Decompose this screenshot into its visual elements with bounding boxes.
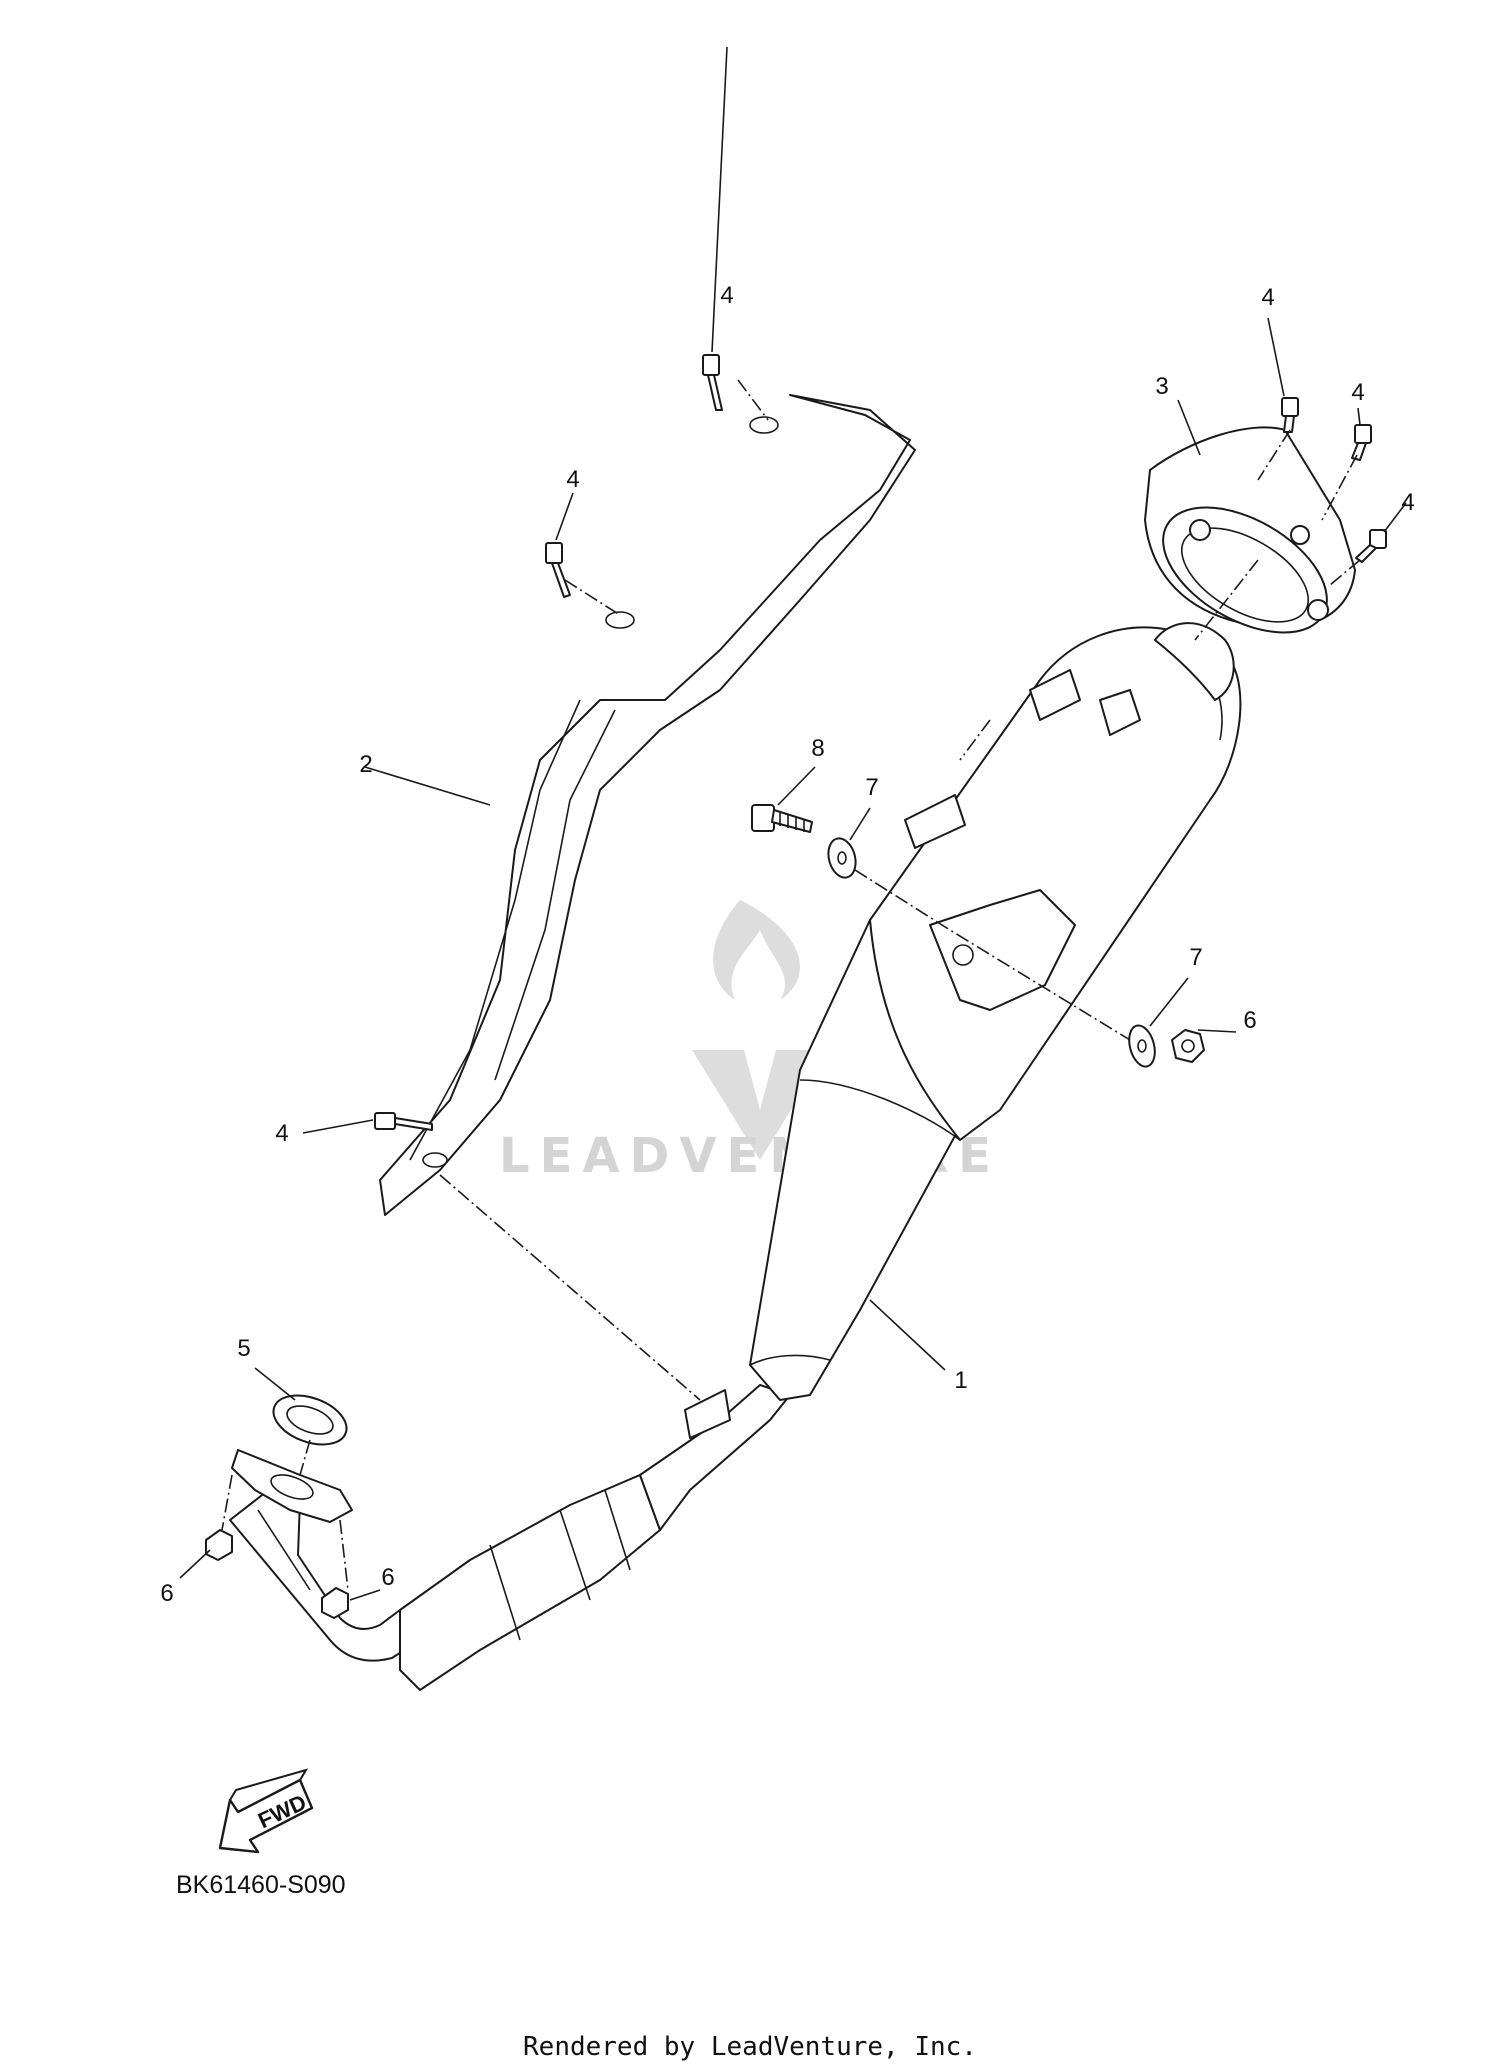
callout-4a: 4	[720, 282, 733, 309]
tip-cover	[1144, 426, 1356, 634]
leader-lines	[179, 46, 1407, 1601]
bolt-4e	[1351, 424, 1372, 461]
callout-4b: 4	[566, 466, 579, 493]
nut-6c	[321, 1587, 349, 1619]
callout-4d: 4	[1261, 284, 1274, 311]
watermark-flame-icon	[713, 900, 800, 1000]
bolt-8	[751, 804, 813, 833]
callout-4e: 4	[1351, 379, 1364, 406]
bolt-4f	[1355, 529, 1387, 563]
watermark-v-icon	[692, 1050, 828, 1160]
exhaust-muffler-assembly	[229, 622, 1242, 1691]
exhaust-flange-and-gasket	[231, 1394, 353, 1523]
nuts	[205, 1029, 1205, 1619]
callout-4c: 4	[275, 1120, 288, 1147]
callout-1: 1	[954, 1367, 967, 1394]
nut-6b	[205, 1529, 233, 1561]
bolt-4c	[374, 1112, 433, 1131]
bolt-4a	[702, 354, 723, 411]
callouts: 1 2 3 4 4 4 4 4 4 5 6 6 6 7 7 8	[160, 282, 1414, 1607]
assembly-lines	[221, 379, 1361, 1591]
heat-shield	[379, 394, 916, 1216]
callout-2: 2	[359, 751, 372, 778]
callout-6a: 6	[1243, 1007, 1256, 1034]
callout-6c: 6	[381, 1564, 394, 1591]
callout-7b: 7	[1189, 944, 1202, 971]
fwd-arrow-icon	[218, 1778, 314, 1854]
callout-8: 8	[811, 735, 824, 762]
callout-7a: 7	[865, 774, 878, 801]
bolt-4b	[545, 542, 571, 598]
washers	[827, 837, 1156, 1068]
washer-7a	[827, 837, 857, 879]
render-credit: Rendered by LeadVenture, Inc.	[523, 2032, 977, 2062]
callout-4f: 4	[1401, 489, 1414, 516]
bolts	[374, 354, 1387, 1131]
nut-6a	[1171, 1029, 1205, 1063]
forward-direction-arrow: FWD	[218, 1768, 314, 1854]
washer-7b	[1128, 1024, 1156, 1068]
bolt-4d	[1281, 397, 1299, 433]
callout-5: 5	[237, 1335, 250, 1362]
diagram-code: BK61460-S090	[176, 1871, 346, 1899]
callout-3: 3	[1155, 373, 1168, 400]
callout-6b: 6	[160, 1580, 173, 1607]
